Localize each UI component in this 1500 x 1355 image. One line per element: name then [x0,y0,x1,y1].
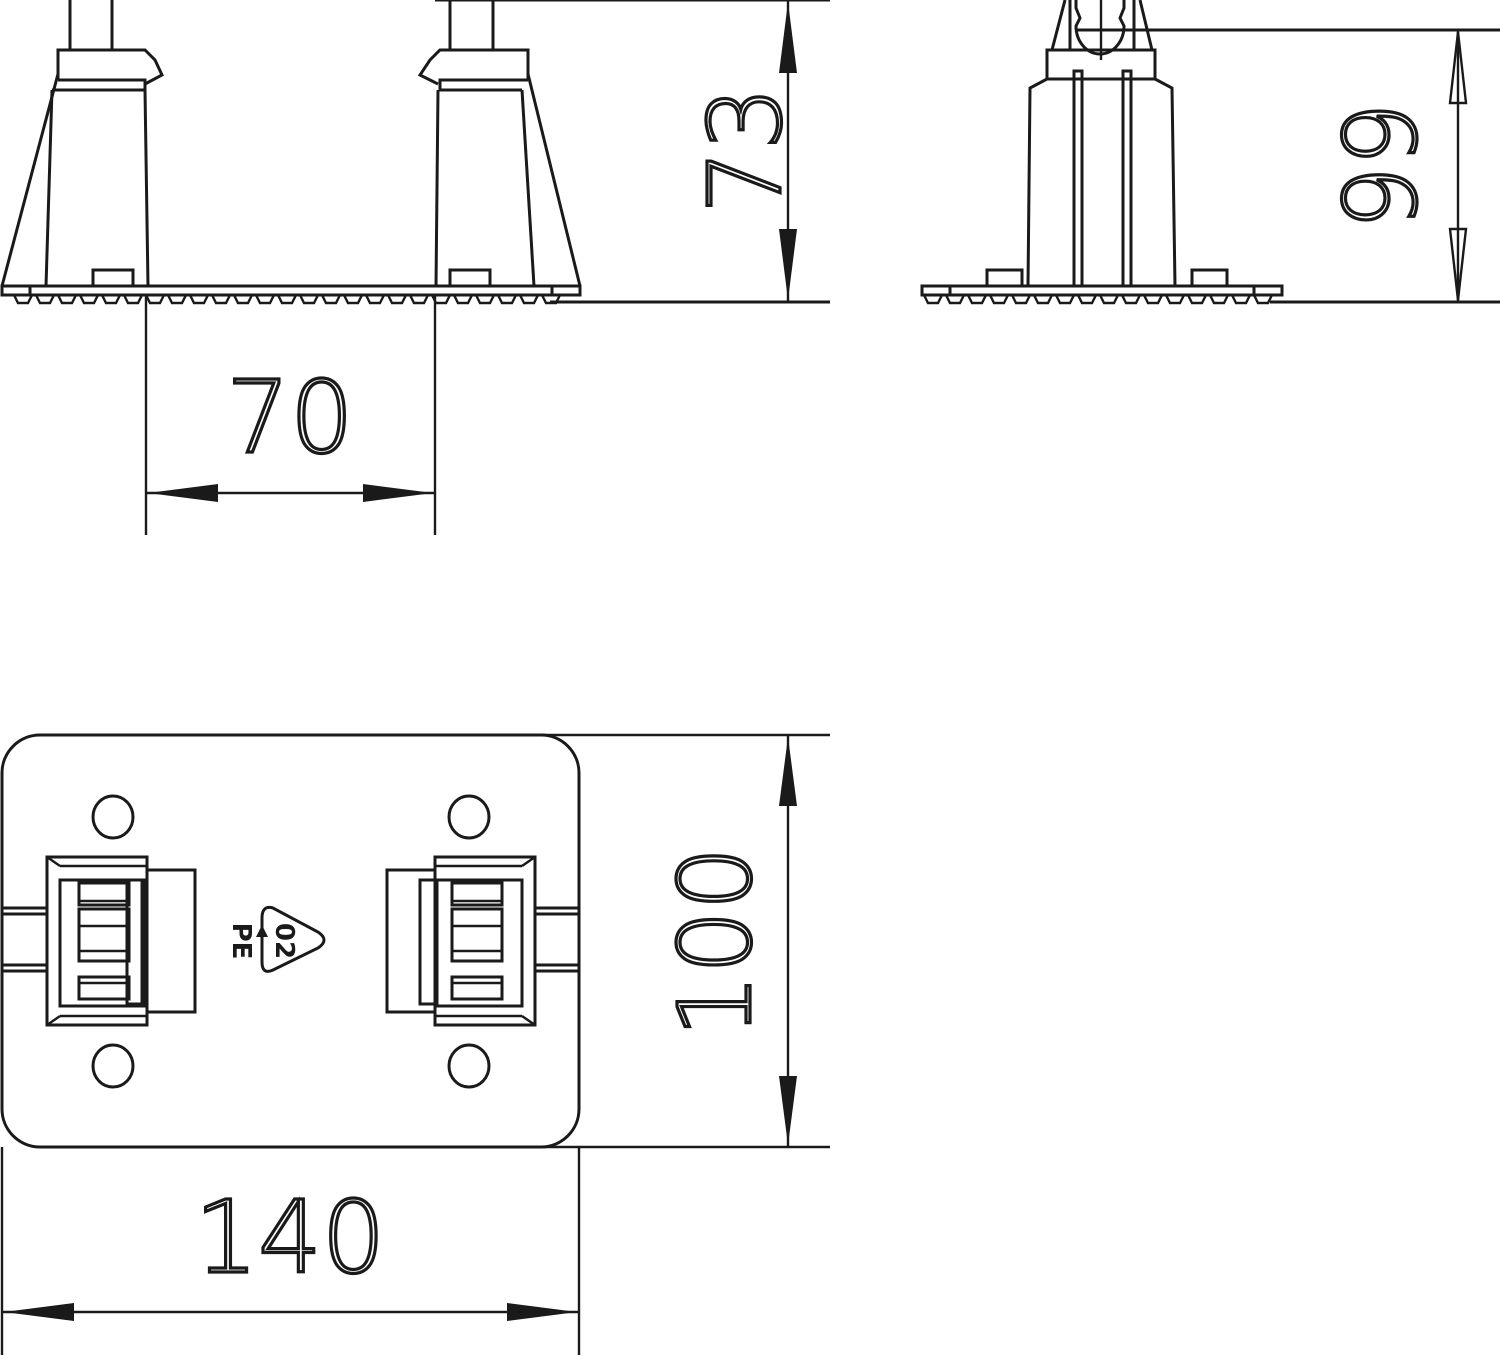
side-view: 66 [920,0,1500,305]
recycling-code: 02 [269,923,299,959]
front-view: 73 70 [0,0,830,535]
front-base-plate [0,284,830,305]
right-clamp-holder [385,855,579,1027]
left-post [0,0,164,288]
dimension-label-66: 66 [1319,101,1436,228]
dimension-post-spacing: 70 [144,295,437,535]
dimension-height-front: 73 [685,0,806,302]
base-plate-outline [0,733,581,1149]
dimension-label-140: 140 [195,1179,386,1296]
dimension-label-73: 73 [687,86,804,213]
material-label: PE [226,923,256,960]
snap-clip [1050,0,1500,60]
dimension-label-100: 100 [657,847,774,1038]
right-post [417,0,830,288]
recycling-mark: 02 PE [226,906,326,973]
top-view: 02 PE 100 140 [0,733,830,1355]
dimension-height-side: 66 [1317,30,1468,302]
dimension-label-70: 70 [226,359,353,476]
dimension-base-depth: 100 [655,735,797,1147]
recycling-triangle-icon [260,906,326,973]
side-post [985,48,1229,288]
side-base-plate [920,284,1500,305]
left-clamp-holder [2,855,197,1027]
mounting-holes [91,794,491,1089]
dimension-base-width: 140 [0,1147,581,1355]
